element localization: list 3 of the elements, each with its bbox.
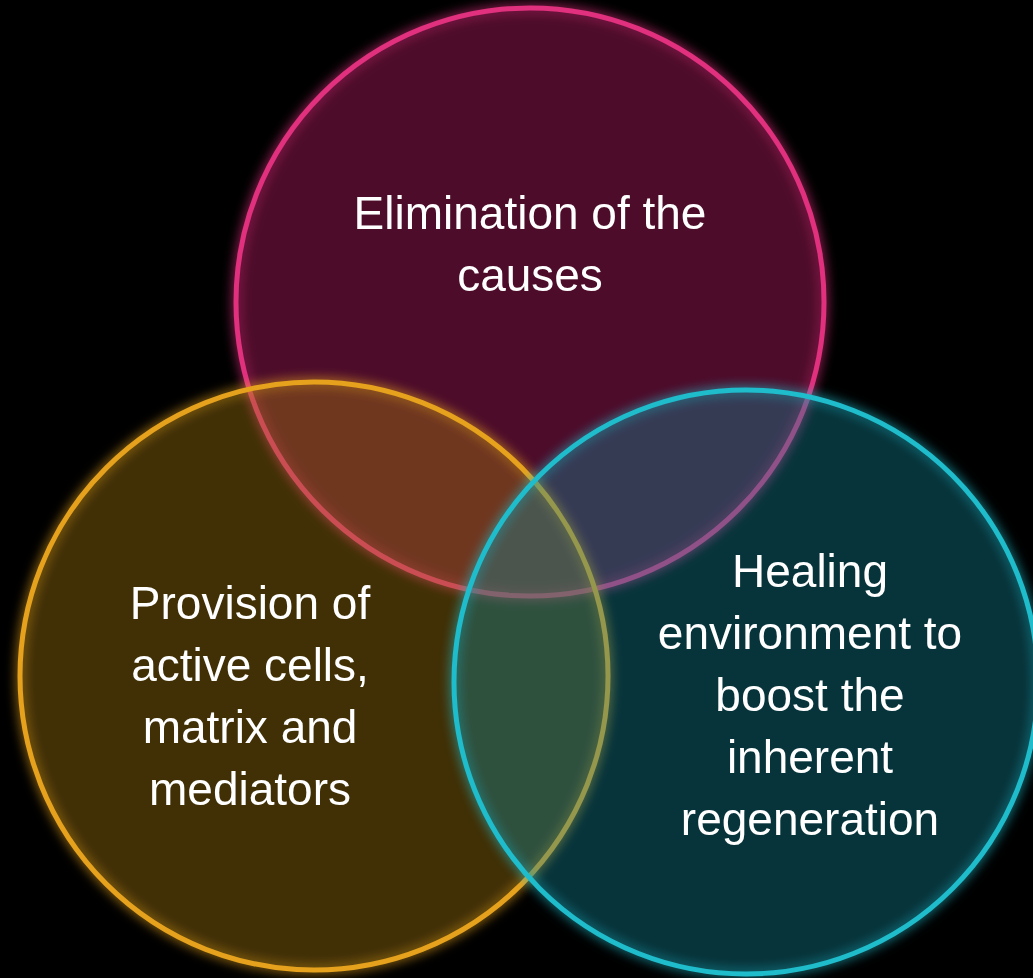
circle-label: Elimination of the causes	[352, 186, 708, 303]
circle-label: Provision of active cells, matrix and mediators	[128, 576, 372, 817]
circle-label: Healing environment to boost the inherent regeneration	[656, 544, 964, 847]
